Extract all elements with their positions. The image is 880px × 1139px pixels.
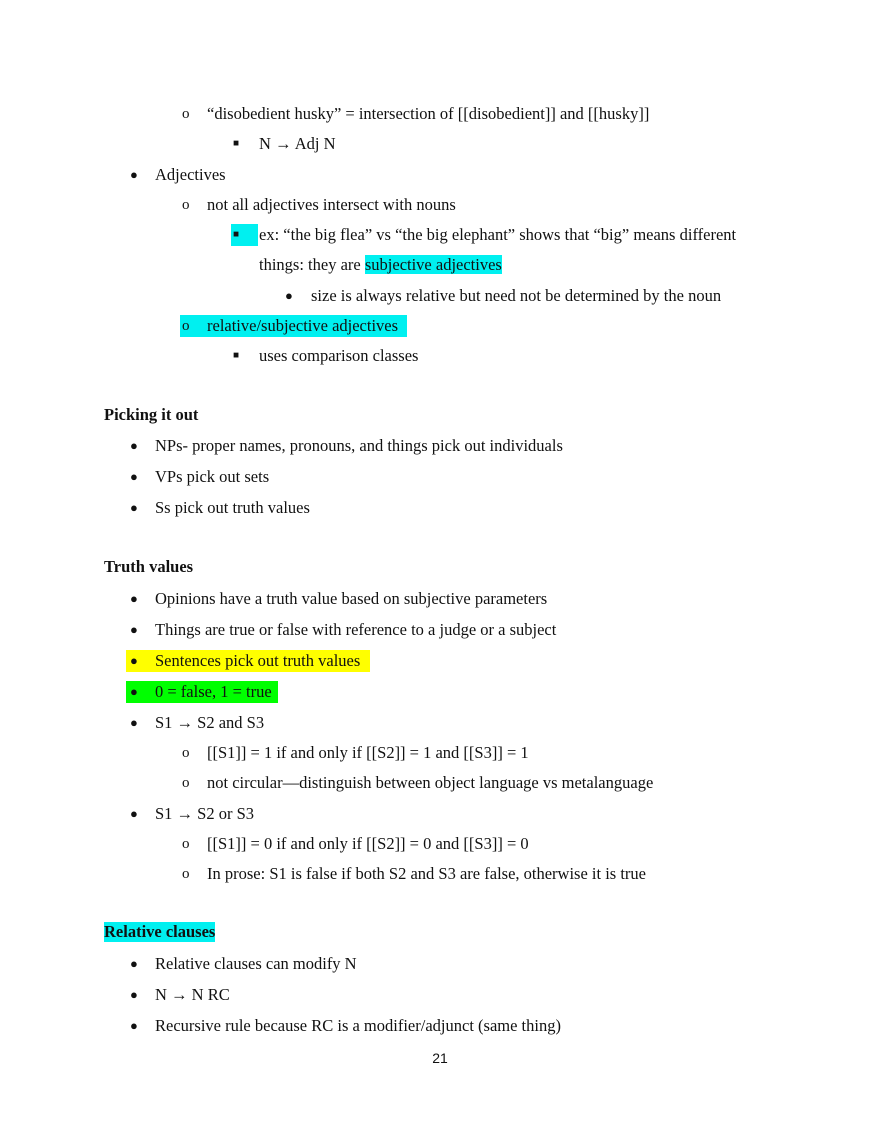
circle-bullet-icon: o	[182, 836, 190, 852]
list-item: S1 → S2 and S3	[155, 713, 265, 732]
list-item: Opinions have a truth value based on sub…	[155, 589, 548, 608]
section-heading: Picking it out	[104, 405, 199, 424]
list-item: [[S1]] = 1 if and only if [[S2]] = 1 and…	[207, 743, 529, 762]
list-item: Ss pick out truth values	[155, 498, 310, 517]
circle-bullet-icon: o	[182, 318, 190, 334]
list-item: uses comparison classes	[259, 346, 419, 365]
list-item: ex: “the big flea” vs “the big elephant”…	[259, 225, 737, 244]
circle-bullet-icon: o	[182, 106, 190, 122]
section-heading: Relative clauses	[104, 922, 216, 942]
disc-bullet-icon: ●	[130, 715, 138, 730]
circle-bullet-icon: o	[182, 745, 190, 761]
disc-bullet-icon: ●	[130, 653, 138, 668]
list-item: not all adjectives intersect with nouns	[207, 195, 456, 214]
disc-bullet-icon: ●	[285, 288, 293, 303]
list-item: 0 = false, 1 = true	[155, 682, 272, 701]
square-bullet-icon: ■	[233, 350, 240, 361]
square-bullet-icon: ■	[233, 138, 240, 149]
list-item: not circular—distinguish between object …	[207, 773, 654, 792]
disc-bullet-icon: ●	[130, 500, 138, 515]
list-item: “disobedient husky” = intersection of [[…	[207, 104, 650, 123]
page-number: 21	[432, 1050, 448, 1066]
square-bullet-icon: ■	[233, 229, 240, 240]
list-item: Things are true or false with reference …	[155, 620, 557, 639]
list-item: [[S1]] = 0 if and only if [[S2]] = 0 and…	[207, 834, 529, 853]
list-item-continuation: things: they are subjective adjectives	[259, 255, 502, 275]
disc-bullet-icon: ●	[130, 591, 138, 606]
circle-bullet-icon: o	[182, 197, 190, 213]
list-item: Sentences pick out truth values	[155, 651, 361, 670]
disc-bullet-icon: ●	[130, 622, 138, 637]
list-item: NPs- proper names, pronouns, and things …	[155, 436, 563, 455]
list-item: size is always relative but need not be …	[311, 286, 722, 305]
list-item: S1 → S2 or S3	[155, 804, 255, 823]
list-item: N → Adj N	[259, 134, 336, 153]
disc-bullet-icon: ●	[130, 469, 138, 484]
plain-text: things: they are	[259, 255, 365, 274]
highlight-bar	[126, 650, 370, 672]
section-heading: Truth values	[104, 557, 194, 576]
disc-bullet-icon: ●	[130, 987, 138, 1002]
disc-bullet-icon: ●	[130, 167, 138, 182]
highlight-bar	[126, 681, 278, 703]
highlighted-term: subjective adjectives	[364, 255, 502, 274]
list-item: Adjectives	[155, 165, 226, 184]
list-item: N → N RC	[155, 985, 230, 1004]
disc-bullet-icon: ●	[130, 806, 138, 821]
list-item: VPs pick out sets	[155, 467, 270, 486]
list-item: In prose: S1 is false if both S2 and S3 …	[207, 864, 646, 883]
list-item: Relative clauses can modify N	[155, 954, 357, 973]
highlight-bar	[231, 224, 258, 246]
disc-bullet-icon: ●	[130, 684, 138, 699]
list-item: Recursive rule because RC is a modifier/…	[155, 1016, 561, 1035]
disc-bullet-icon: ●	[130, 438, 138, 453]
disc-bullet-icon: ●	[130, 1018, 138, 1033]
circle-bullet-icon: o	[182, 775, 190, 791]
highlight-bar	[180, 315, 407, 337]
disc-bullet-icon: ●	[130, 956, 138, 971]
list-item: relative/subjective adjectives	[207, 316, 399, 335]
circle-bullet-icon: o	[182, 866, 190, 882]
